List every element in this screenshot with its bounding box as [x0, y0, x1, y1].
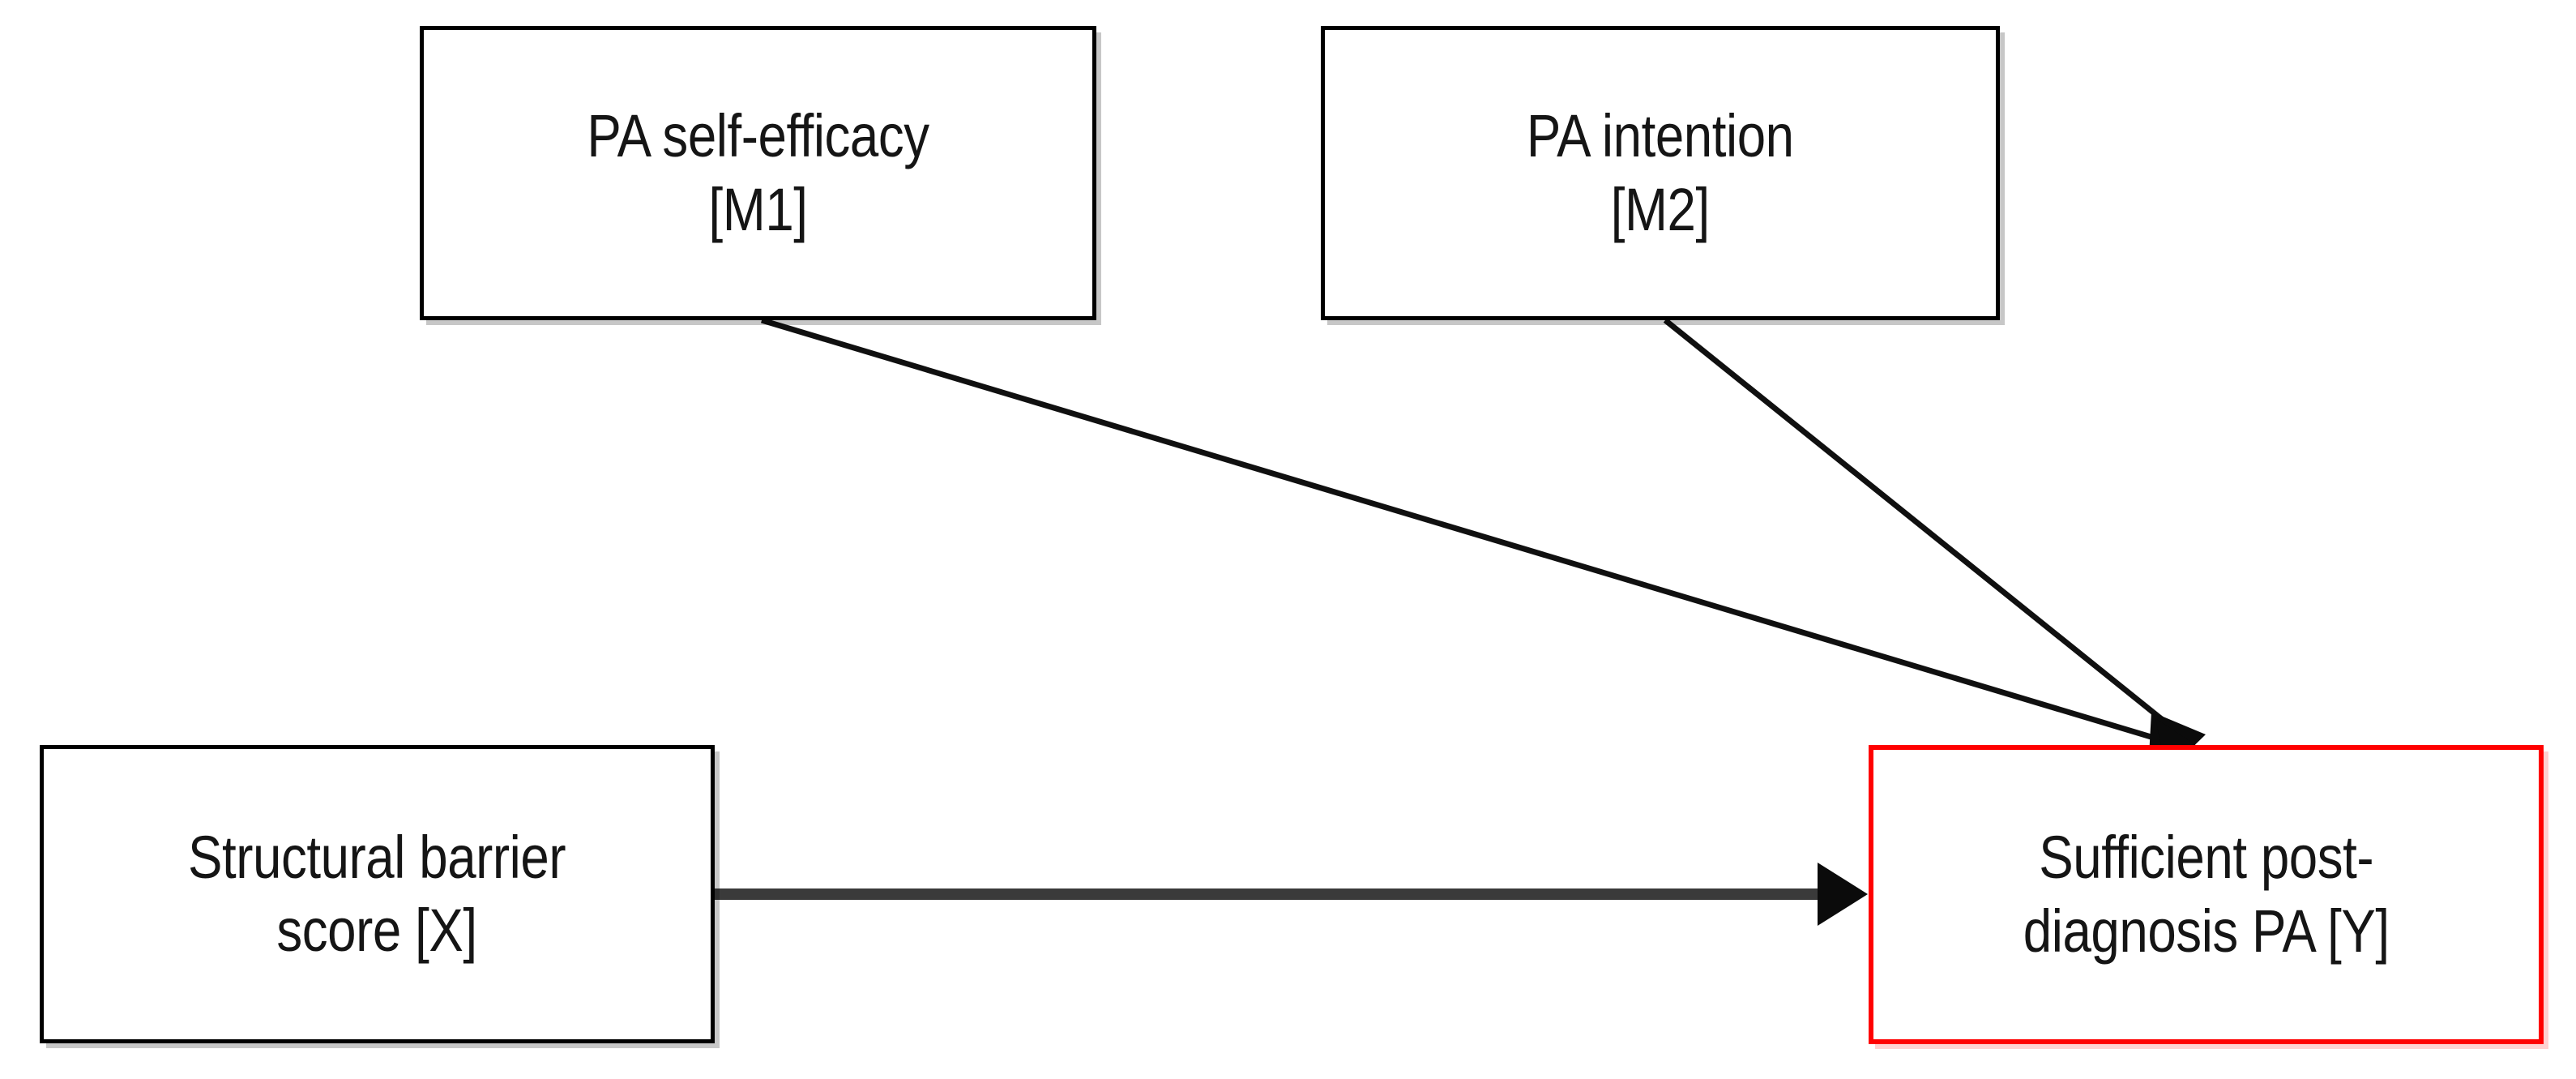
node-structural-barrier-score[interactable]: Structural barrier score [X]: [40, 745, 715, 1043]
arrowhead-into-y-left: [1818, 863, 1868, 926]
arrow-x-to-y: [715, 863, 1868, 926]
node-pa-intention[interactable]: PA intention [M2]: [1321, 26, 2000, 320]
arrow-m1-to-y: [760, 317, 2164, 743]
node-label-y: Sufficient post- diagnosis PA [Y]: [2023, 824, 2390, 965]
node-label-m1: PA self-efficacy [M1]: [587, 102, 929, 243]
arrow-m2-to-y: [1663, 318, 2182, 736]
node-sufficient-post-diagnosis-pa[interactable]: Sufficient post- diagnosis PA [Y]: [1869, 745, 2544, 1044]
node-pa-self-efficacy[interactable]: PA self-efficacy [M1]: [420, 26, 1096, 320]
node-label-x: Structural barrier score [X]: [188, 823, 566, 964]
node-label-m2: PA intention [M2]: [1527, 102, 1794, 243]
